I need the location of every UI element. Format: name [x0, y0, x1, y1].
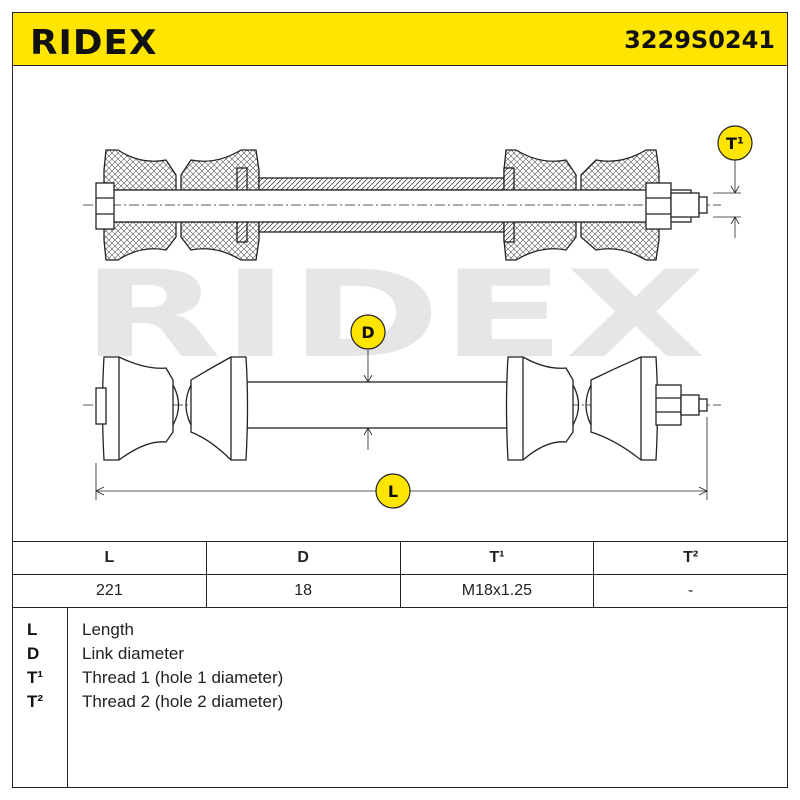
length-label-text: L: [388, 482, 398, 501]
brand-logo: RIDEX: [30, 23, 158, 63]
legend-text: Thread 2 (hole 2 diameter): [82, 692, 284, 711]
spec-header-diameter: D: [205, 541, 401, 575]
stabiliser-link-drawing: RIDEX: [81, 125, 753, 509]
legend-item: L Length: [13, 620, 713, 644]
header-bar: RIDEX 3229S0241: [12, 12, 788, 66]
legend: L Length D Link diameter T¹ Thread 1 (ho…: [12, 607, 788, 788]
spec-table: L D T¹ T² 221 18 M18x1.25 -: [12, 541, 788, 608]
spec-value-thread-1: M18x1.25: [399, 574, 595, 608]
length-label-badge: L: [375, 473, 411, 509]
spec-table-header-row: L D T¹ T²: [12, 541, 788, 575]
legend-text: Length: [82, 620, 134, 639]
legend-item: D Link diameter: [13, 644, 713, 668]
spec-value-length: 221: [12, 574, 207, 608]
legend-text: Thread 1 (hole 1 diameter): [82, 668, 284, 687]
legend-text: Link diameter: [82, 644, 185, 663]
legend-item: T¹ Thread 1 (hole 1 diameter): [13, 668, 713, 692]
spec-header-thread-2: T²: [593, 541, 788, 575]
spec-value-diameter: 18: [205, 574, 401, 608]
legend-key: D: [27, 644, 40, 663]
diameter-label-text: D: [361, 323, 374, 342]
legend-divider: [67, 608, 68, 787]
spec-header-length: L: [12, 541, 207, 575]
side-view: [83, 350, 721, 500]
part-number: 3229S0241: [624, 26, 775, 54]
legend-key: L: [27, 620, 38, 639]
diameter-label-badge: D: [350, 314, 386, 350]
section-view: [83, 149, 741, 261]
spec-table-value-row: 221 18 M18x1.25 -: [12, 574, 788, 608]
legend-key: T¹: [27, 668, 44, 687]
legend-item: T² Thread 2 (hole 2 diameter): [13, 692, 713, 716]
watermark-text: RIDEX: [81, 246, 706, 385]
thread-label-badge: T¹: [717, 125, 753, 161]
spec-header-thread-1: T¹: [399, 541, 595, 575]
legend-key: T²: [27, 692, 44, 711]
thread-label-text: T¹: [726, 134, 744, 153]
spec-value-thread-2: -: [593, 574, 788, 608]
technical-drawing: RIDEX: [12, 66, 788, 542]
